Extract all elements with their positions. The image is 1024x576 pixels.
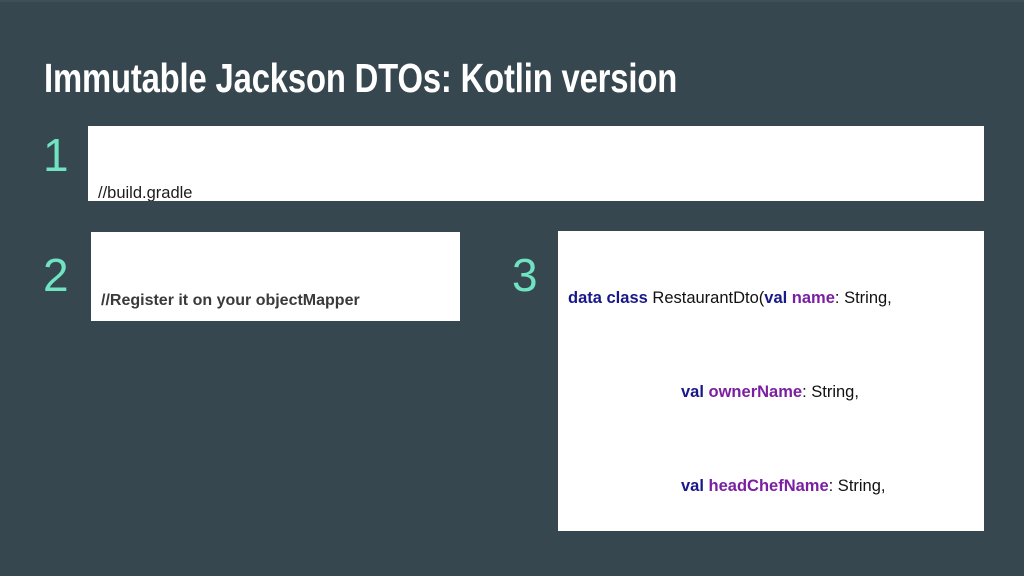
- comment-token: //Register it on your objectMapper: [101, 292, 360, 309]
- code-panel-register-module[interactable]: //Register it on your objectMapper val m…: [91, 232, 460, 321]
- property-name: ownerName: [703, 383, 803, 401]
- keyword-val: val: [681, 383, 704, 401]
- keyword-val: val: [764, 289, 788, 307]
- comment-token: //build.gradle: [98, 184, 193, 201]
- step-number-3: 3: [512, 249, 538, 301]
- step-number-1: 1: [43, 129, 69, 181]
- code-line-param: val headChefName: String,: [568, 475, 974, 499]
- code-line-param: val ownerName: String,: [568, 381, 974, 405]
- code-line-class-header: data class RestaurantDto(val name: Strin…: [568, 287, 974, 311]
- page-title: Immutable Jackson DTOs: Kotlin version: [44, 55, 678, 101]
- code-panel-restaurant-dto[interactable]: data class RestaurantDto(val name: Strin…: [558, 231, 984, 531]
- property-type: : String,: [828, 477, 886, 495]
- property-name: name: [787, 289, 835, 307]
- property-type: : String,: [834, 289, 892, 307]
- step-number-2: 2: [43, 249, 69, 301]
- property-name: headChefName: [703, 477, 829, 495]
- top-edge-divider: [0, 0, 1024, 2]
- class-name: RestaurantDto(: [647, 289, 765, 307]
- keyword-val: val: [681, 477, 704, 495]
- code-panel-build-gradle[interactable]: //build.gradle compile "com.fasterxml.ja…: [88, 126, 984, 201]
- keyword-data-class: data class: [568, 289, 648, 307]
- property-type: : String,: [802, 383, 859, 401]
- code-line: //build.gradle: [98, 182, 974, 201]
- code-line: //Register it on your objectMapper: [101, 289, 450, 313]
